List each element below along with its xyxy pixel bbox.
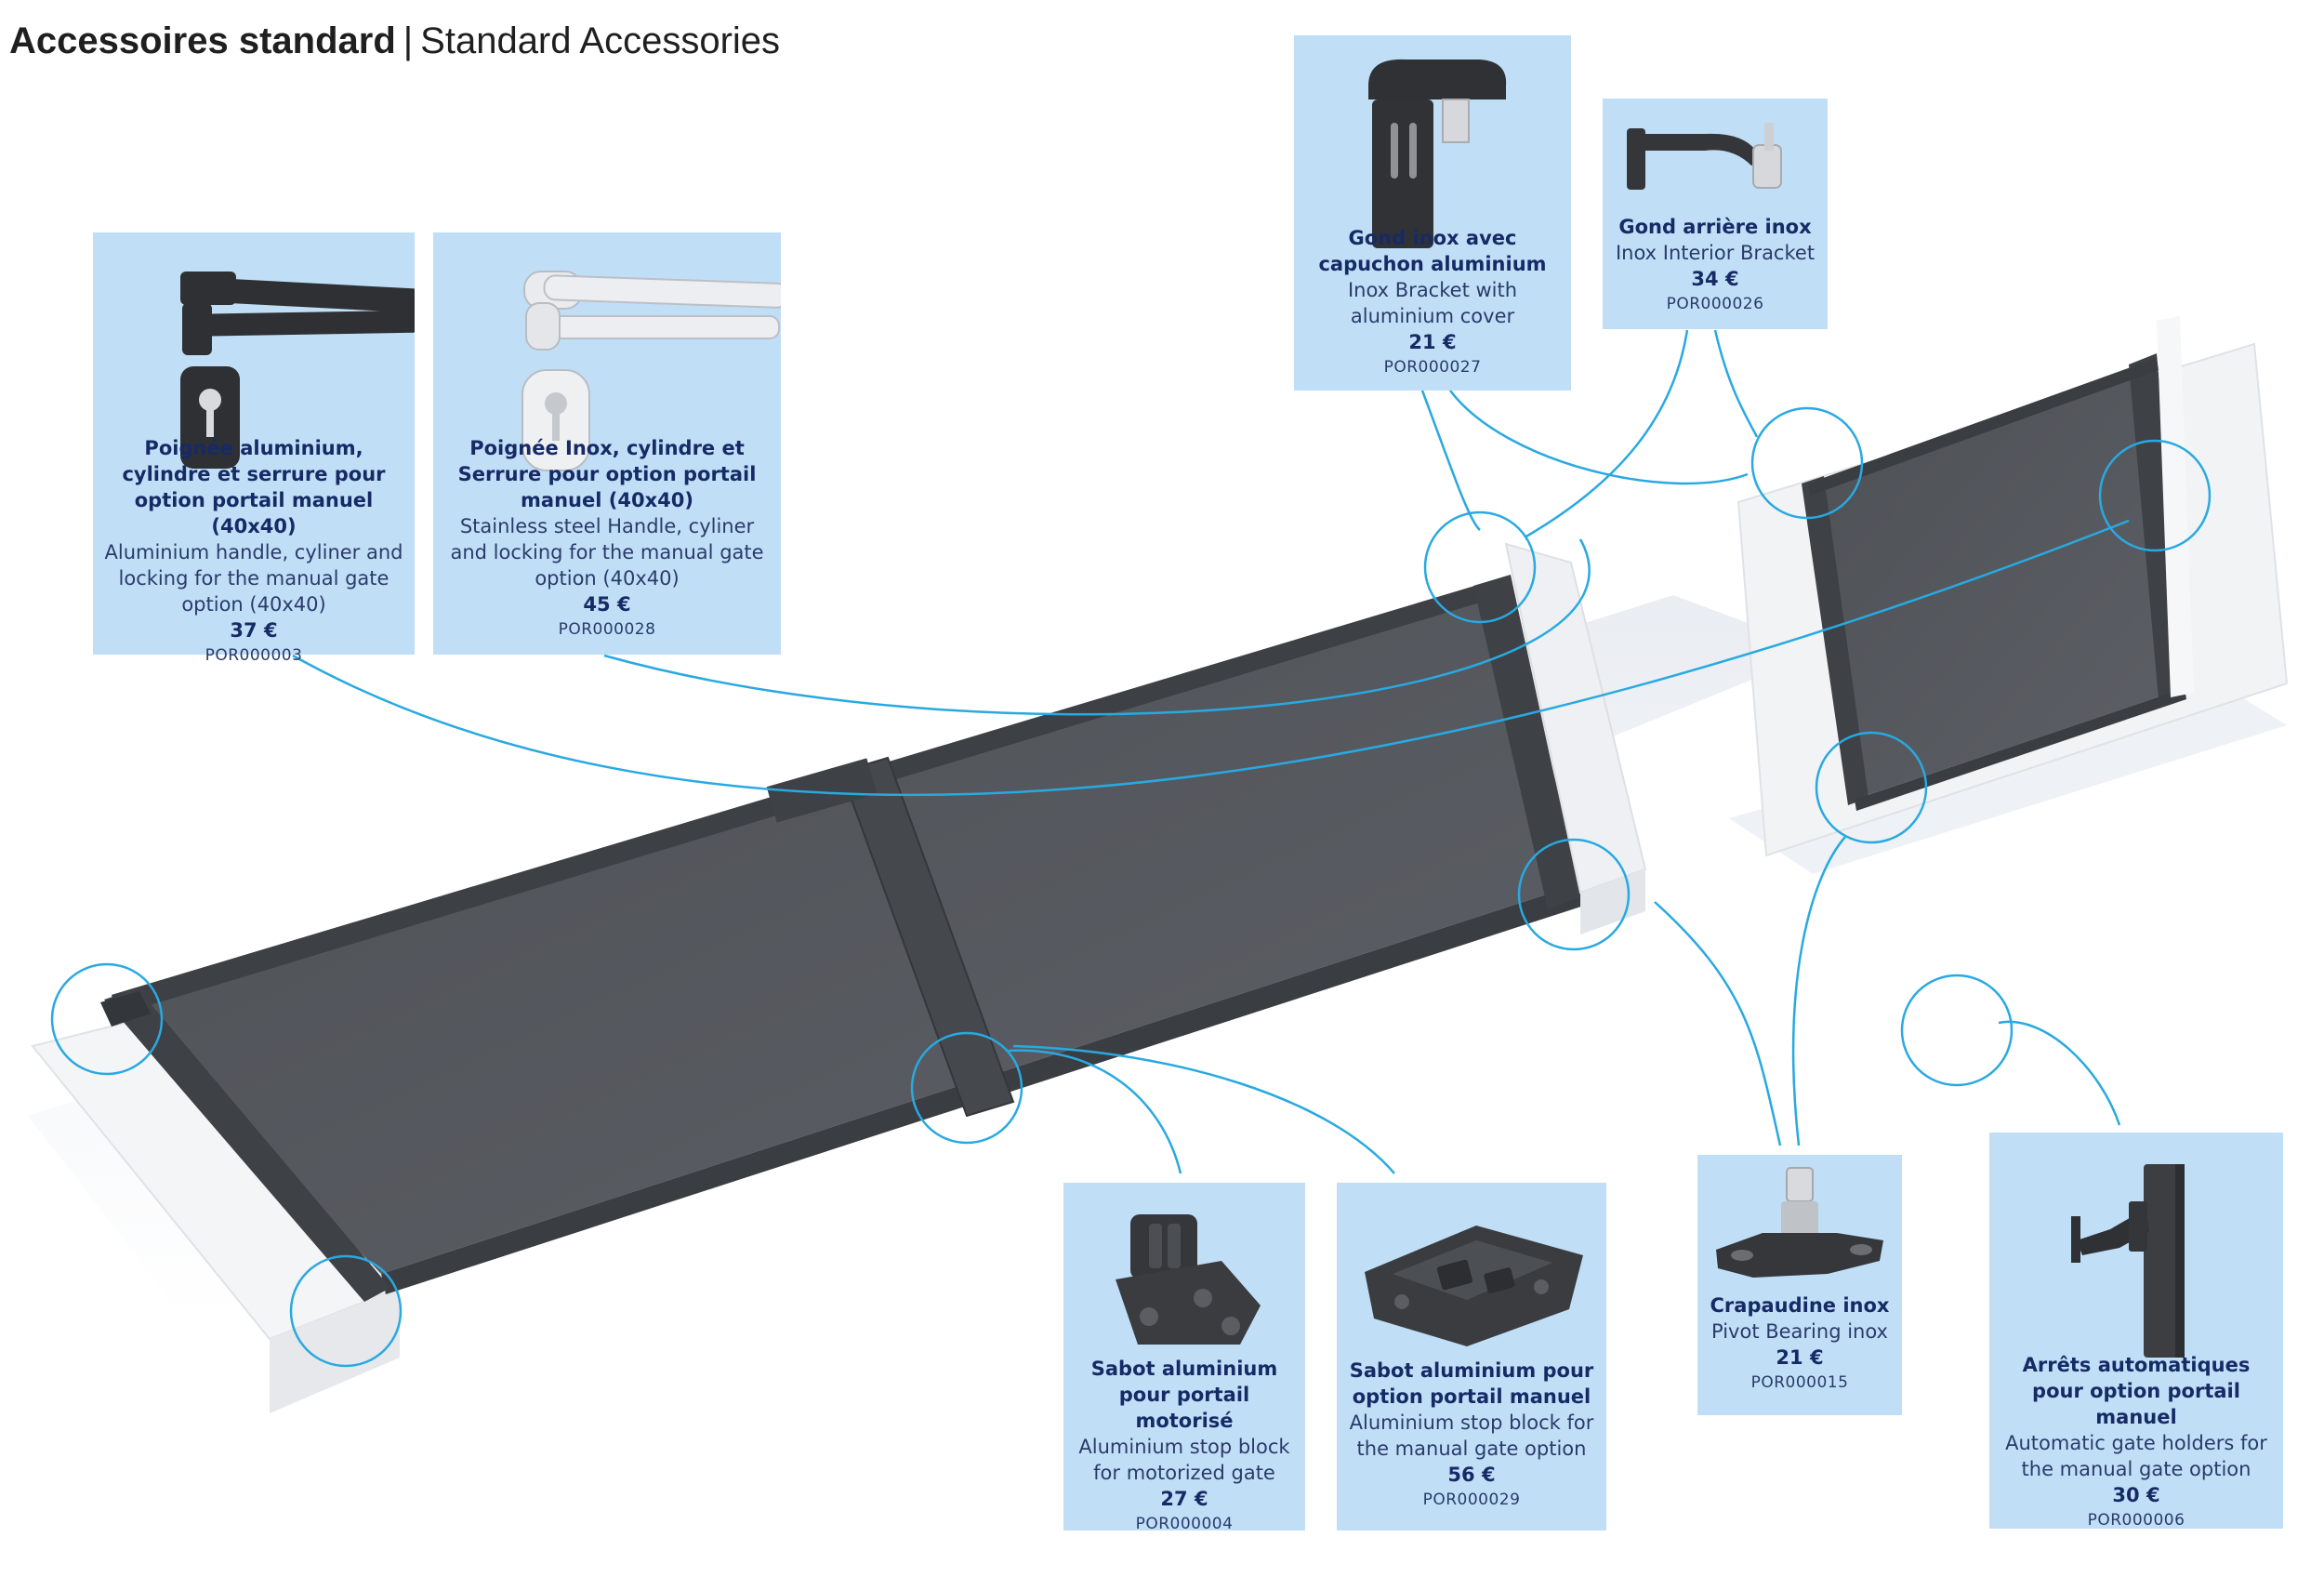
callout-line-por000027-b [1449,390,1749,485]
inox-bracket-cover-icon [1294,48,1571,253]
accessory-card-por000029[interactable]: Sabot aluminium pour option portail manu… [1337,1183,1606,1531]
accessory-card-por000003[interactable]: Poignée aluminium, cylindre et serrure p… [93,232,428,665]
product-price: 37 € [230,619,278,642]
accessory-card-por000015[interactable]: Crapaudine inox Pivot Bearing inox 21 € … [1697,1155,1902,1415]
highlight-right-bottom [1517,838,1631,951]
callout-line-por000015 [1654,901,1782,1146]
page-title: Accessoires standard|Standard Accessorie… [9,20,780,62]
left-frame-post [104,988,390,1302]
product-code: POR000006 [2087,1511,2185,1530]
product-name-en: Pivot Bearing inox [1711,1320,1888,1343]
highlight-swing-latch [2098,439,2212,552]
product-code: POR000003 [205,646,303,665]
product-name-en: Aluminium stop block for the manual gate… [1349,1411,1594,1460]
product-name-fr: Sabot aluminium pour portail motorisé [1090,1358,1278,1432]
gate-end-cap [100,991,151,1027]
product-name-en: Inox Interior Bracket [1615,242,1816,264]
stainless-handle-cylinder-icon [433,249,789,482]
product-name-fr: Poignée Inox, cylindre et Serrure pour o… [457,437,757,511]
callout-line-por000028 [603,538,1591,716]
product-name-en: Inox Bracket with aluminium cover [1347,279,1518,327]
swing-gate-panel [1808,358,2185,800]
product-code: POR000004 [1135,1515,1234,1533]
product-price: 21 € [1408,331,1457,353]
product-name-fr: Sabot aluminium pour option portail manu… [1349,1359,1594,1408]
accessory-card-por000026[interactable]: Gond arrière inox Inox Interior Bracket … [1603,99,1828,329]
highlight-left-end [50,962,164,1076]
accessory-card-por000028[interactable]: Poignée Inox, cylindre et Serrure pour o… [433,232,789,655]
automatic-gate-holder-icon [1989,1147,2283,1361]
right-frame-post [1473,575,1580,909]
product-name-fr: Crapaudine inox [1710,1294,1890,1317]
highlight-swing-bottom [1815,731,1928,844]
callout-lines [292,329,2130,1174]
title-english: Standard Accessories [420,20,781,61]
pivot-bearing-icon [1697,1164,1902,1294]
highlight-right-top [1423,510,1537,624]
main-gate-panel [112,576,1580,1274]
product-price: 45 € [583,593,631,616]
product-code: POR000015 [1750,1373,1849,1392]
accessory-card-por000006[interactable]: Arrêts automatiques pour option portail … [1989,1133,2283,1530]
swing-gate-bottom-rail [1855,688,2186,811]
product-code: POR000029 [1422,1491,1521,1509]
swing-gate-left-post [1802,476,1868,805]
callout-line-por000015-b [1791,836,1846,1146]
inox-interior-bracket-icon [1603,113,1828,216]
callout-line-por000029 [1012,1044,1395,1174]
title-french: Accessoires standard [9,20,396,61]
accessory-card-por000004[interactable]: Sabot aluminium pour portail motorisé Al… [1063,1183,1305,1533]
highlight-left-bottom [289,1254,403,1368]
product-price: 21 € [1776,1346,1824,1369]
product-price: 27 € [1160,1488,1208,1510]
product-price: 56 € [1447,1464,1496,1486]
product-price: 30 € [2112,1484,2160,1506]
callout-line-por000026-b [1713,329,1759,438]
aluminium-handle-cylinder-icon [93,249,428,482]
swing-gate-top-rail [1808,358,2159,496]
center-joint [839,756,1015,1118]
highlight-swing-top [1750,406,1864,520]
highlight-center-joint [910,1031,1023,1145]
product-name-en: Automatic gate holders for the manual ga… [2005,1432,2267,1480]
callout-line-por000003 [292,519,2130,797]
product-name-en: Aluminium stop block for motorized gate [1078,1436,1290,1484]
accessory-card-por000027[interactable]: Gond inox avec capuchon aluminium Inox B… [1294,35,1571,391]
product-code: POR000026 [1666,295,1764,313]
highlight-circles [50,406,2212,1368]
product-name-fr: Arrêts automatiques pour option portail … [2022,1354,2251,1428]
product-name-en: Stainless steel Handle, cyliner and lock… [450,515,764,590]
product-name-fr: Gond arrière inox [1618,216,1812,238]
stop-block-motorized-icon [1063,1196,1305,1354]
product-price: 34 € [1691,268,1739,290]
highlight-gate-holder [1900,974,2014,1087]
title-separator: | [403,20,414,61]
product-code: POR000028 [558,620,656,639]
product-code: POR000027 [1383,358,1482,377]
callout-line-por000004 [1008,1049,1182,1174]
stop-block-manual-icon [1337,1198,1606,1356]
callout-line-por000026 [1524,329,1689,539]
callout-line-por000006 [1998,1020,2121,1126]
callout-line-por000027 [1420,390,1481,531]
product-name-fr: Poignée aluminium, cylindre et serrure p… [122,437,386,537]
product-name-en: Aluminium handle, cyliner and locking fo… [104,541,403,616]
product-name-fr: Gond inox avec capuchon aluminium [1318,227,1547,275]
